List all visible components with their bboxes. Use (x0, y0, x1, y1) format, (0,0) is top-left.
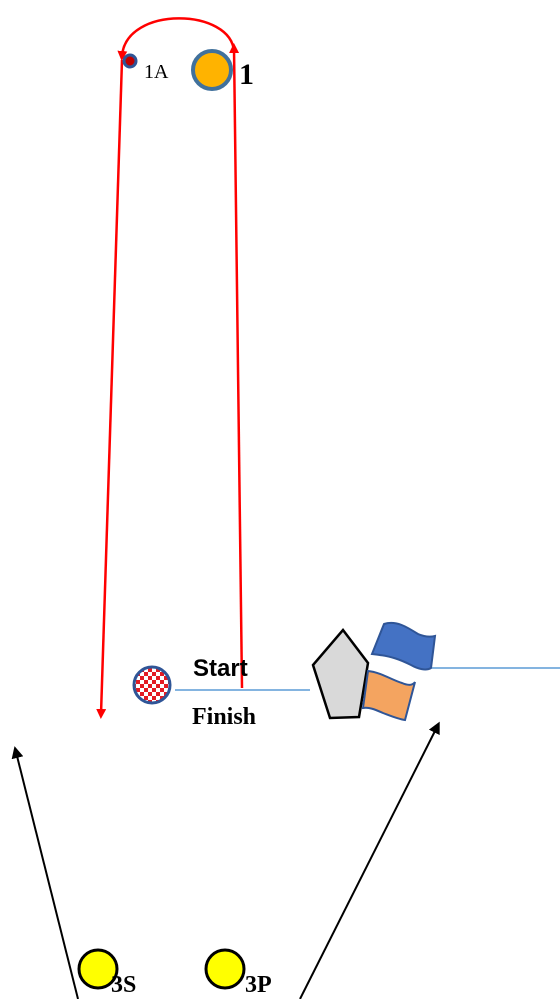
mark-3s-icon (77, 948, 119, 990)
course-leg-up (229, 43, 244, 689)
course-leg-down (96, 59, 124, 719)
course-rounding-arc (117, 17, 236, 61)
committee-boat-icon (311, 628, 370, 720)
mark-1-label: 1 (239, 58, 254, 91)
mark-1-icon (191, 49, 233, 91)
finish-label: Finish (192, 704, 256, 730)
start-label: Start (193, 655, 248, 682)
mark-3p-label: 3P (245, 972, 272, 998)
approach-arrow-left (11, 746, 79, 999)
mark-3s-label: 3S (111, 972, 136, 998)
checkered-flag-buoy-icon (132, 665, 172, 705)
mark-3p-icon (204, 948, 246, 990)
mark-1a-icon (122, 53, 138, 69)
blue-flag-icon (370, 621, 437, 671)
mark-1a-label: 1A (144, 61, 169, 83)
orange-flag-icon (361, 669, 416, 722)
approach-arrow-right (299, 721, 440, 999)
